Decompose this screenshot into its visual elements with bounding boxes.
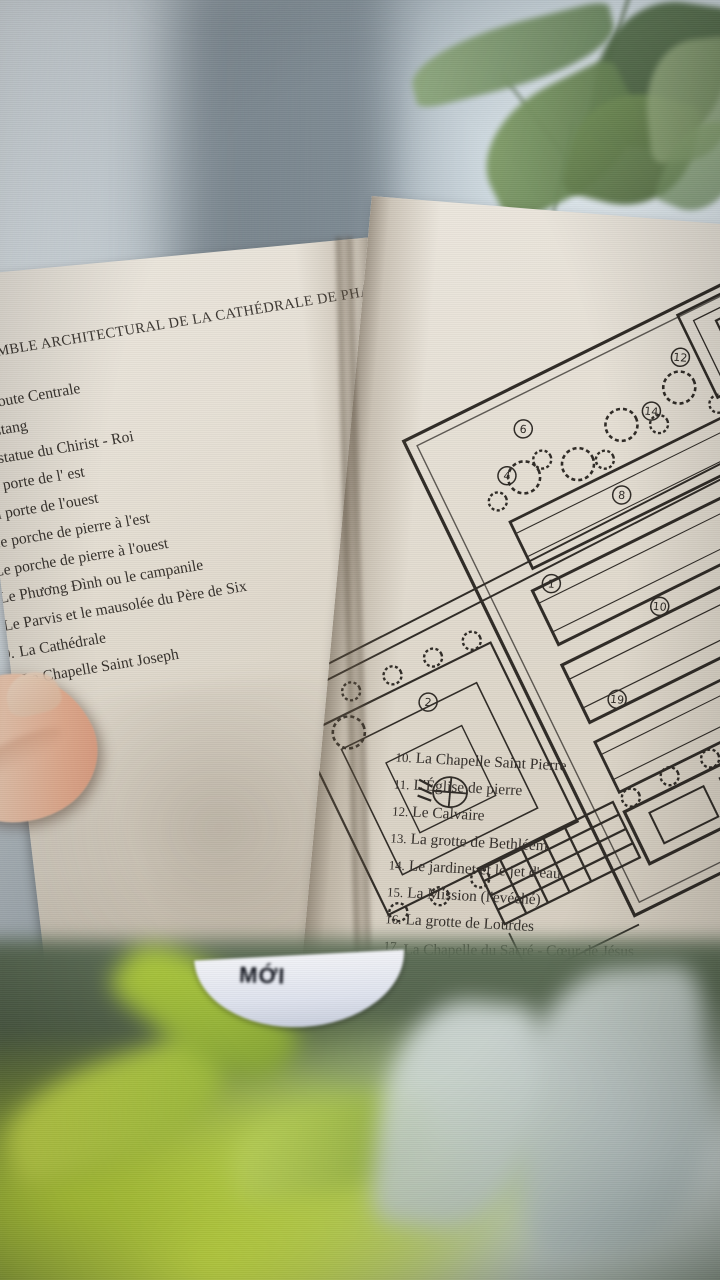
list-item-label: L'Église de pierre: [413, 776, 523, 800]
foreground-leaf-4: [368, 992, 542, 1238]
list-item-label: L' Étang: [0, 416, 29, 442]
svg-text:19: 19: [610, 693, 625, 707]
list-item-label: La Cathédrale: [17, 629, 108, 661]
svg-text:2: 2: [424, 696, 432, 710]
thumb-crease: [0, 719, 67, 791]
list-item-label: Le Calvaire: [411, 803, 486, 825]
list-item-number: 11.: [393, 776, 411, 793]
list-item-label: La grotte de Lourdes: [405, 911, 535, 936]
list-item-number: 16.: [384, 911, 403, 928]
svg-text:4: 4: [503, 469, 511, 483]
list-item-number: 15.: [386, 884, 404, 901]
svg-text:8: 8: [618, 489, 626, 503]
list-item-number: 14.: [388, 857, 406, 874]
list-item-number: 12.: [391, 803, 409, 820]
svg-text:10: 10: [652, 600, 667, 614]
open-book: ENSEMBLE ARCHITECTURAL DE LA CATHÉDRALE …: [0, 195, 720, 1027]
list-item-label: La grotte de Bethléem: [410, 830, 549, 855]
list-item-label: La porte de l' est: [0, 463, 87, 498]
list-item-number: 13.: [389, 830, 408, 847]
foreground-leaf-5: [510, 963, 720, 1257]
bottom-page-text: MỚI: [238, 962, 286, 989]
list-item-number: 10.: [395, 749, 413, 766]
svg-text:1: 1: [547, 577, 555, 591]
list-item-label: Le jardinet et le jet d'eau: [408, 857, 562, 883]
list-item-label: La Mission (l'évéché): [406, 884, 542, 909]
plan-markers: 1 2 4 6 8 9 10 11 12 13 14 15 16 17: [418, 347, 691, 712]
svg-text:6: 6: [519, 423, 527, 437]
list-item-number: 10.: [0, 644, 16, 665]
svg-text:12: 12: [673, 351, 688, 365]
svg-text:14: 14: [644, 405, 659, 419]
list-item-label: La Chapelle Saint Pierre: [415, 749, 567, 775]
